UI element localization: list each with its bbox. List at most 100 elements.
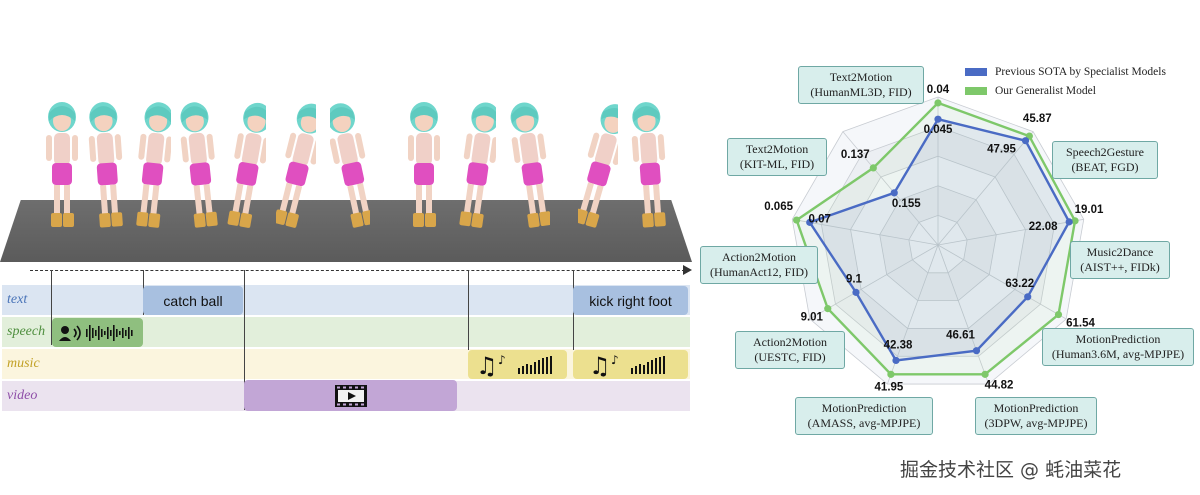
- radar-value-label: 0.07: [809, 213, 831, 225]
- dancing-character: [578, 104, 618, 228]
- dancing-character: [276, 103, 316, 228]
- radar-point: [890, 189, 898, 197]
- radar-point: [806, 218, 814, 226]
- axis-callout-action2motion-uestc: Action2Motion(UESTC, FID): [735, 331, 845, 369]
- radar-spoke: [937, 244, 1067, 320]
- radar-value-label: 9.1: [846, 273, 863, 285]
- dancing-character: [227, 102, 266, 228]
- legend-label: Previous SOTA by Specialist Models: [995, 65, 1166, 78]
- radar-spoke: [792, 218, 939, 246]
- radar-value-label: 0.045: [924, 124, 953, 136]
- watermark: 掘金技术社区 @ 蚝油菜花: [900, 459, 1122, 481]
- timeline-arrow-head: [683, 265, 692, 275]
- radar-point: [972, 347, 981, 355]
- dancing-character: [136, 102, 171, 228]
- axis-callout-speech2gesture: Speech2Gesture(BEAT, FGD): [1052, 141, 1158, 179]
- axis-callout-motionprediction-human36m: MotionPrediction(Human3.6M, avg-MPJPE): [1042, 328, 1194, 366]
- radar-point: [887, 370, 895, 378]
- svg-text:♪: ♪: [498, 353, 506, 367]
- dancing-character: [46, 102, 78, 227]
- radar-grid: [791, 96, 1085, 385]
- radar-point: [852, 288, 860, 296]
- radar-value-label: 44.82: [985, 379, 1014, 391]
- axis-callout-text2motion-humanml3d: Text2Motion(HumanML3D, FID): [798, 66, 924, 104]
- radar-point: [824, 305, 832, 313]
- radar-value-label: 63.22: [1005, 278, 1034, 290]
- radar-point: [934, 115, 942, 123]
- music-note-icon: ♫ ♪: [589, 352, 665, 378]
- radar-point: [1065, 218, 1073, 226]
- radar-series-line: [795, 101, 1077, 376]
- radar-value-label: 0.065: [764, 201, 793, 213]
- svg-text:♫: ♫: [589, 352, 611, 378]
- radar-spoke: [809, 244, 939, 320]
- radar-value-label: 46.61: [946, 330, 975, 342]
- radar-value-label: 19.01: [1075, 204, 1104, 216]
- radar-series-line: [807, 117, 1071, 362]
- radar-point: [1021, 137, 1030, 145]
- video-block: [244, 380, 457, 411]
- radar-point: [793, 216, 801, 224]
- dancing-character: [330, 103, 370, 228]
- legend-label: Our Generalist Model: [995, 84, 1096, 97]
- legend-swatch: [965, 86, 987, 95]
- radar-value-labels: 0.045 47.95 22.08 63.22 46.61 42.38 9.1 0.07 0.1…: [764, 84, 1104, 393]
- radar-spoke: [842, 131, 939, 246]
- dancing-character: [510, 102, 550, 228]
- marker-line: [51, 270, 52, 345]
- radar-spoke: [937, 218, 1084, 246]
- dancing-character: [408, 102, 440, 227]
- radar-value-label: 9.01: [801, 312, 824, 324]
- legend: Previous SOTA by Specialist Models Our G…: [965, 62, 1166, 100]
- marker-line: [468, 270, 469, 350]
- radar-point: [981, 370, 989, 378]
- music-note-icon: ♫ ♪: [476, 352, 552, 378]
- radar-value-label: 0.04: [927, 84, 950, 96]
- radar-spoke: [937, 244, 989, 385]
- track-label-text: text: [7, 292, 28, 307]
- axis-callout-music2dance: Music2Dance(AIST++, FIDk): [1070, 241, 1170, 279]
- film-clip-icon: [334, 384, 367, 407]
- text-block-catch-ball: catch ball: [143, 286, 243, 315]
- axis-callout-action2motion-humanact12: Action2Motion(HumanAct12, FID): [700, 246, 818, 284]
- radar-value-label: 0.137: [841, 149, 870, 161]
- radar-value-label: 0.155: [892, 198, 921, 210]
- legend-item: Our Generalist Model: [965, 81, 1166, 100]
- legend-item: Previous SOTA by Specialist Models: [965, 62, 1166, 81]
- radar-value-label: 61.54: [1066, 318, 1095, 330]
- legend-swatch: [965, 67, 987, 76]
- speech-block: [52, 318, 143, 347]
- svg-text:♫: ♫: [476, 352, 498, 378]
- radar-value-label: 41.95: [875, 381, 904, 393]
- radar-spoke: [937, 131, 1034, 246]
- track-label-video: video: [7, 388, 38, 403]
- dancing-character: [88, 102, 123, 228]
- axis-callout-motionprediction-amass: MotionPrediction(AMASS, avg-MPJPE): [795, 397, 933, 435]
- timeline-arrow: [30, 270, 685, 271]
- radar-point: [869, 164, 877, 172]
- text-block-kick-right-foot: kick right foot: [573, 286, 688, 315]
- radar-value-label: 22.08: [1029, 221, 1058, 233]
- track-label-speech: speech: [7, 324, 46, 339]
- radar-series: [793, 99, 1079, 378]
- svg-text:♪: ♪: [611, 353, 619, 367]
- marker-line: [244, 270, 245, 410]
- radar-value-label: 42.38: [884, 339, 913, 351]
- radar-point: [934, 99, 942, 107]
- speaker-waveform-icon: [59, 324, 133, 341]
- radar-point: [1054, 310, 1063, 319]
- dancing-character: [180, 102, 218, 228]
- music-block: ♫ ♪: [573, 350, 688, 379]
- radar-point: [1071, 217, 1079, 225]
- axis-callout-motionprediction-3dpw: MotionPrediction(3DPW, avg-MPJPE): [975, 397, 1097, 435]
- dancing-character: [459, 102, 496, 228]
- music-block: ♫ ♪: [468, 350, 567, 379]
- radar-chart: 0.045 47.95 22.08 63.22 46.61 42.38 9.1 0.07 0.1…: [764, 84, 1104, 393]
- radar-value-label: 47.95: [987, 144, 1016, 156]
- radar-point: [892, 356, 900, 365]
- dancing-character: [631, 102, 666, 228]
- track-label-music: music: [7, 356, 40, 371]
- radar-point: [1024, 293, 1032, 301]
- radar-value-label: 45.87: [1023, 113, 1052, 125]
- axis-callout-text2motion-kitml: Text2Motion(KIT-ML, FID): [727, 138, 827, 176]
